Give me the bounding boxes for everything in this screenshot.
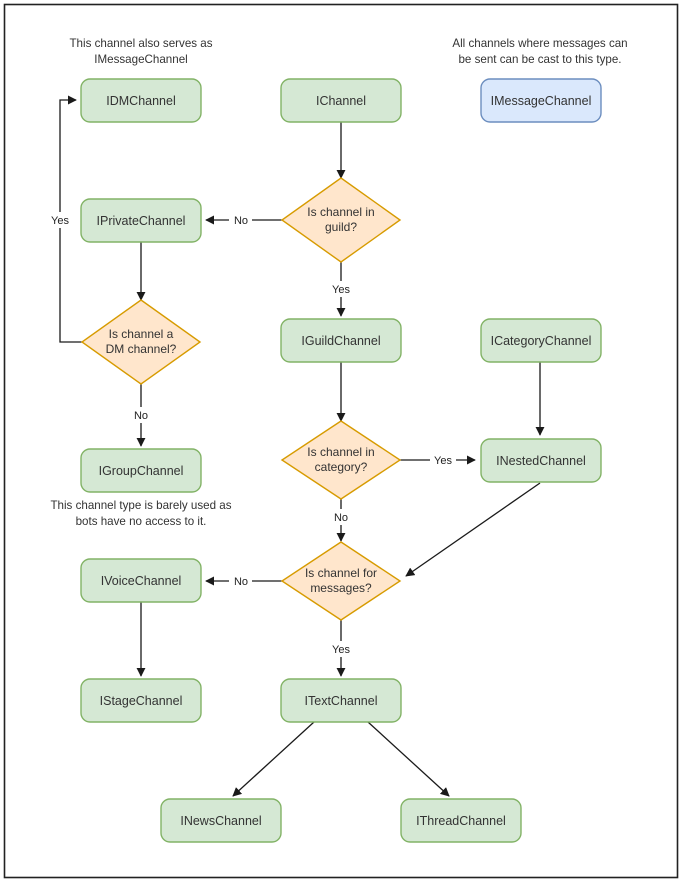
edge-label-messages-yes: Yes (332, 644, 350, 656)
node-ichannel-shape[interactable] (280, 78, 402, 123)
node-icategorychannel[interactable]: ICategoryChannel (480, 318, 602, 363)
node-ivoicechannel-label: IVoiceChannel (101, 574, 182, 588)
node-is-channel-for-messages-line-2: messages? (310, 581, 372, 595)
node-inestedchannel-shape[interactable] (480, 438, 602, 483)
node-inestedchannel[interactable]: INestedChannel (480, 438, 602, 483)
node-idmchannel[interactable]: IDMChannel (80, 78, 202, 123)
node-inewschannel-shape[interactable] (160, 798, 282, 843)
edge-label-category-yes: Yes (434, 455, 452, 467)
node-iprivatechannel-label: IPrivateChannel (97, 214, 186, 228)
edge-messages-yes-to-itextchannel: Yes (329, 620, 355, 677)
edge-inestedchannel-to-messages-question (405, 482, 541, 577)
node-is-channel-in-guild[interactable]: Is channel in guild? (280, 177, 402, 263)
node-is-channel-in-guild-line-1: Is channel in (307, 205, 374, 219)
note-dm-line-2: IMessageChannel (94, 53, 187, 66)
edge-category-no-to-messages-question: No (330, 499, 353, 542)
note-group-line-2: bots have no access to it. (76, 515, 207, 528)
node-is-channel-in-guild-shape[interactable] (280, 177, 402, 263)
node-is-channel-in-category-line-2: category? (315, 460, 368, 474)
edge-guild-no-to-iprivatechannel: No (205, 212, 283, 228)
node-istagechannel-shape[interactable] (80, 678, 202, 723)
note-message-channel: All channels where messages can be sent … (452, 37, 627, 66)
node-ichannel[interactable]: IChannel (280, 78, 402, 123)
note-message-line-2: be sent can be cast to this type. (458, 53, 621, 66)
node-iguildchannel-label: IGuildChannel (301, 334, 380, 348)
node-iguildchannel[interactable]: IGuildChannel (280, 318, 402, 363)
note-group-line-1: This channel type is barely used as (50, 499, 231, 512)
note-group-channel: This channel type is barely used as bots… (50, 499, 231, 528)
node-ivoicechannel-shape[interactable] (80, 558, 202, 603)
node-iprivatechannel-shape[interactable] (80, 198, 202, 243)
edge-itextchannel-to-ithreadchannel (367, 721, 450, 797)
edge-label-category-no: No (334, 512, 348, 524)
node-is-channel-a-dm-channel-line-2: DM channel? (106, 342, 177, 356)
node-istagechannel[interactable]: IStageChannel (80, 678, 202, 723)
node-igroupchannel[interactable]: IGroupChannel (80, 448, 202, 493)
edge-label-dm-yes: Yes (51, 215, 69, 227)
node-igroupchannel-label: IGroupChannel (99, 464, 184, 478)
node-iprivatechannel[interactable]: IPrivateChannel (80, 198, 202, 243)
note-dm-line-1: This channel also serves as (69, 37, 212, 50)
node-is-channel-in-category-shape[interactable] (280, 420, 402, 500)
node-icategorychannel-label: ICategoryChannel (491, 334, 592, 348)
edge-itextchannel-to-inewschannel (232, 721, 315, 797)
node-ithreadchannel-shape[interactable] (400, 798, 522, 843)
node-is-channel-a-dm-channel-line-1: Is channel a (109, 327, 174, 341)
node-imessagechannel-shape[interactable] (480, 78, 602, 123)
edge-label-messages-no: No (234, 576, 248, 588)
node-inestedchannel-label: INestedChannel (496, 454, 586, 468)
node-ivoicechannel[interactable]: IVoiceChannel (80, 558, 202, 603)
edge-label-guild-yes: Yes (332, 284, 350, 296)
node-idmchannel-label: IDMChannel (106, 94, 175, 108)
node-iguildchannel-shape[interactable] (280, 318, 402, 363)
node-itextchannel[interactable]: ITextChannel (280, 678, 402, 723)
node-imessagechannel[interactable]: IMessageChannel (480, 78, 602, 123)
node-icategorychannel-shape[interactable] (480, 318, 602, 363)
node-is-channel-a-dm-channel-shape[interactable] (80, 299, 202, 385)
node-inewschannel[interactable]: INewsChannel (160, 798, 282, 843)
node-is-channel-in-category-line-1: Is channel in (307, 445, 374, 459)
node-is-channel-for-messages-line-1: Is channel for (305, 566, 377, 580)
node-ithreadchannel-label: IThreadChannel (416, 814, 506, 828)
node-is-channel-for-messages-shape[interactable] (280, 541, 402, 621)
edge-label-dm-no: No (134, 410, 148, 422)
edge-guild-yes-to-iguildchannel: Yes (329, 262, 355, 317)
note-dm-channel: This channel also serves as IMessageChan… (69, 37, 212, 66)
edge-dm-no-to-igroupchannel: No (130, 384, 153, 447)
node-is-channel-a-dm-channel[interactable]: Is channel a DM channel? (80, 299, 202, 385)
node-istagechannel-label: IStageChannel (100, 694, 183, 708)
edge-messages-no-to-ivoicechannel: No (205, 573, 283, 589)
edge-label-guild-no: No (234, 215, 248, 227)
edge-dm-yes-to-idmchannel: Yes (47, 95, 83, 343)
node-igroupchannel-shape[interactable] (80, 448, 202, 493)
node-imessagechannel-label: IMessageChannel (491, 94, 592, 108)
edge-category-yes-to-inestedchannel: Yes (399, 452, 476, 468)
note-message-line-1: All channels where messages can (452, 37, 627, 50)
node-is-channel-in-category[interactable]: Is channel in category? (280, 420, 402, 500)
node-ichannel-label: IChannel (316, 94, 366, 108)
page-frame (3, 3, 679, 879)
node-idmchannel-shape[interactable] (80, 78, 202, 123)
node-itextchannel-shape[interactable] (280, 678, 402, 723)
node-ithreadchannel[interactable]: IThreadChannel (400, 798, 522, 843)
node-itextchannel-label: ITextChannel (305, 694, 378, 708)
node-inewschannel-label: INewsChannel (180, 814, 261, 828)
node-is-channel-for-messages[interactable]: Is channel for messages? (280, 541, 402, 621)
node-is-channel-in-guild-line-2: guild? (325, 220, 357, 234)
